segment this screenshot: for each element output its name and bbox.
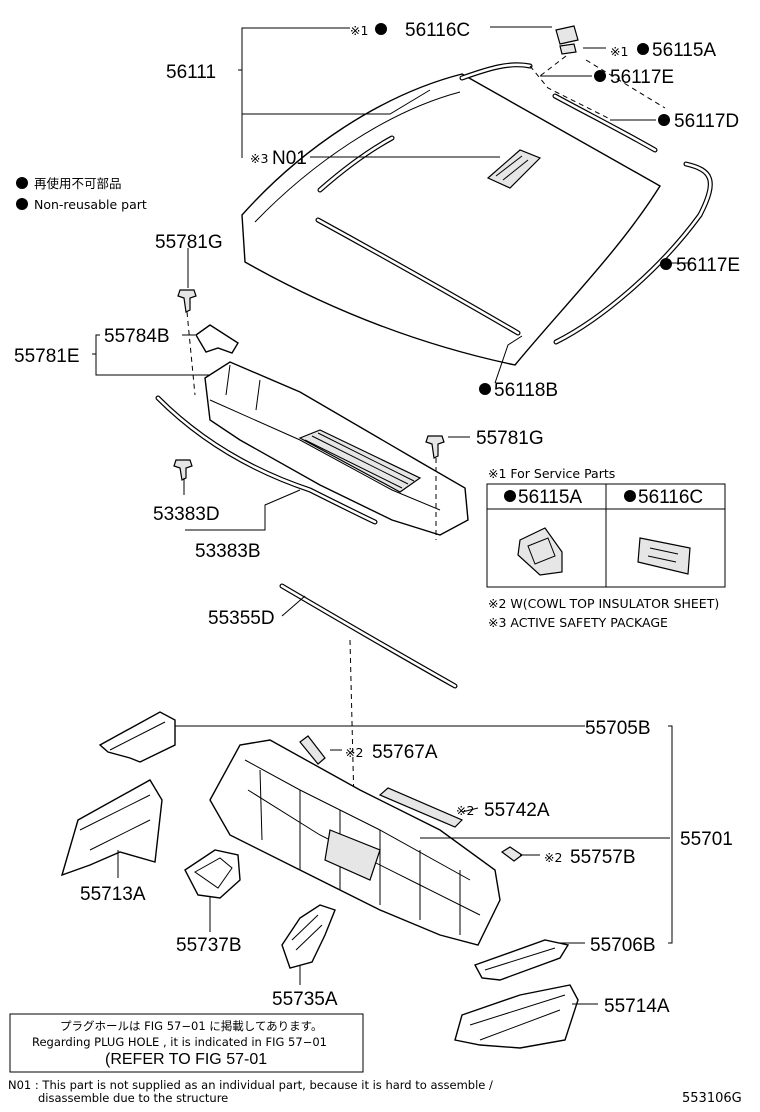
nonreusable-dot [479,383,491,395]
clip-56115A-detail [517,527,563,576]
sheet-55757B [500,846,524,862]
label-56115A: 56115A [652,40,716,61]
glass-stopper [494,335,523,384]
sheet-55742A [378,787,464,828]
label-55735A: 55735A [272,989,338,1010]
label-55713A: 55713A [80,884,146,905]
label-56117D: 56117D [674,111,739,132]
moulding-side-e [553,161,713,345]
diagram-code: 553106G [682,1091,742,1106]
label-56117E-right: 56117E [676,255,740,276]
label-56118B: 56118B [494,380,558,401]
label-55781E: 55781E [14,346,80,367]
label-55781G-mid: 55781G [476,428,544,449]
label-55784B: 55784B [104,326,170,347]
label-56117E-top: 56117E [610,67,674,88]
panel-55735A [281,904,336,969]
leader-lines [92,26,693,1005]
mark-3: ※3 [250,151,268,166]
nonreusable-dot [660,258,672,270]
label-N01: N01 [272,148,307,169]
note-2: ※2 W(COWL TOP INSULATOR SHEET) [488,596,719,611]
label-55737B: 55737B [176,935,242,956]
label-55742A: 55742A [484,800,550,821]
note-3: ※3 ACTIVE SAFETY PACKAGE [488,615,668,630]
legend: 再使用不可部品 Non-reusable part [16,176,147,212]
label-55705B: 55705B [585,718,651,739]
service-parts-box: ※1 For Service Parts 56115A 56116C ※2 W(… [486,466,726,630]
bracket-55705B [98,711,176,763]
mark-2-b: ※2 [456,803,474,818]
label-53383D: 53383D [153,504,220,525]
bracket-55706B [473,939,570,981]
label-55781G-top: 55781G [155,232,223,253]
label-55714A: 55714A [604,996,670,1017]
dash-panel [209,739,501,946]
brace-55713A [60,779,163,877]
plug-hole-box: プラグホールは FIG 57−01 に掲載してあります。 Regarding P… [9,1013,364,1073]
service-col2: 56116C [638,487,703,508]
moulding-side-d [552,93,658,153]
legend-dot-en [16,198,28,210]
windshield-glass [241,73,661,366]
clip-56116C-detail [637,537,691,575]
label-55701: 55701 [680,829,733,850]
sensor-bracket [486,149,542,189]
label-55355D: 55355D [208,608,275,629]
moulding-top [459,62,533,81]
footnote-line1: N01 : This part is not supplied as an in… [8,1078,493,1092]
cowl-weatherstrip [279,583,458,689]
nonreusable-dot [375,23,387,35]
legend-jp: 再使用不可部品 [34,176,122,191]
legend-en: Non-reusable part [34,197,147,212]
mark-1-b: ※1 [610,44,628,59]
sheet-55767A [299,735,326,765]
label-53383B: 53383B [195,541,261,562]
cowl-bracket-55784B [195,324,239,354]
clip-55781G-top [177,289,197,313]
legend-dot-jp [16,177,28,189]
plug-line3: (REFER TO FIG 57-01 [105,1051,267,1068]
label-55706B: 55706B [590,935,656,956]
mark-2-c: ※2 [544,850,562,865]
nonreusable-dot [637,43,649,55]
service-col1: 56115A [518,487,582,508]
label-55767A: 55767A [372,742,438,763]
plug-line2: Regarding PLUG HOLE , it is indicated in… [32,1035,327,1049]
panel-55737B [184,849,241,899]
clip-56116C [555,25,579,45]
nonreusable-dot [594,70,606,82]
clip-55781G-mid [425,435,445,459]
clip-53383D [173,459,193,481]
brace-55714A [454,984,579,1049]
cowl-top-panel [204,361,469,536]
cowl-seal [155,395,378,525]
mark-1-a: ※1 [350,23,368,38]
mark-2-a: ※2 [345,745,363,760]
service-box-title: ※1 For Service Parts [488,466,615,481]
label-56116C: 56116C [405,20,470,41]
label-56111: 56111 [166,62,216,83]
clip-56115A [559,43,577,55]
label-55757B: 55757B [570,847,636,868]
nonreusable-dot [658,114,670,126]
plug-line1: プラグホールは FIG 57−01 に掲載してあります。 [60,1019,322,1033]
footnote-line2: disassemble due to the structure [38,1091,228,1105]
footnote: N01 : This part is not supplied as an in… [8,1078,742,1106]
part-labels: ※1 56116C 56111 ※1 56115A 56117E 56117D … [14,20,740,1017]
